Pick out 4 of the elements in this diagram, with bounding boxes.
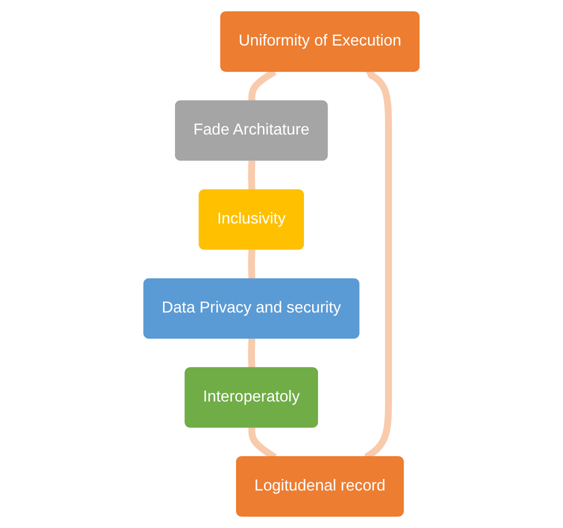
connector [248,338,256,370]
connector [248,248,256,280]
connector [248,160,256,192]
cycle-diagram: Uniformity of Execution Fade Architature Inclusivity Data Privacy and security Interoperatoly Logitudenal record [136,4,427,524]
